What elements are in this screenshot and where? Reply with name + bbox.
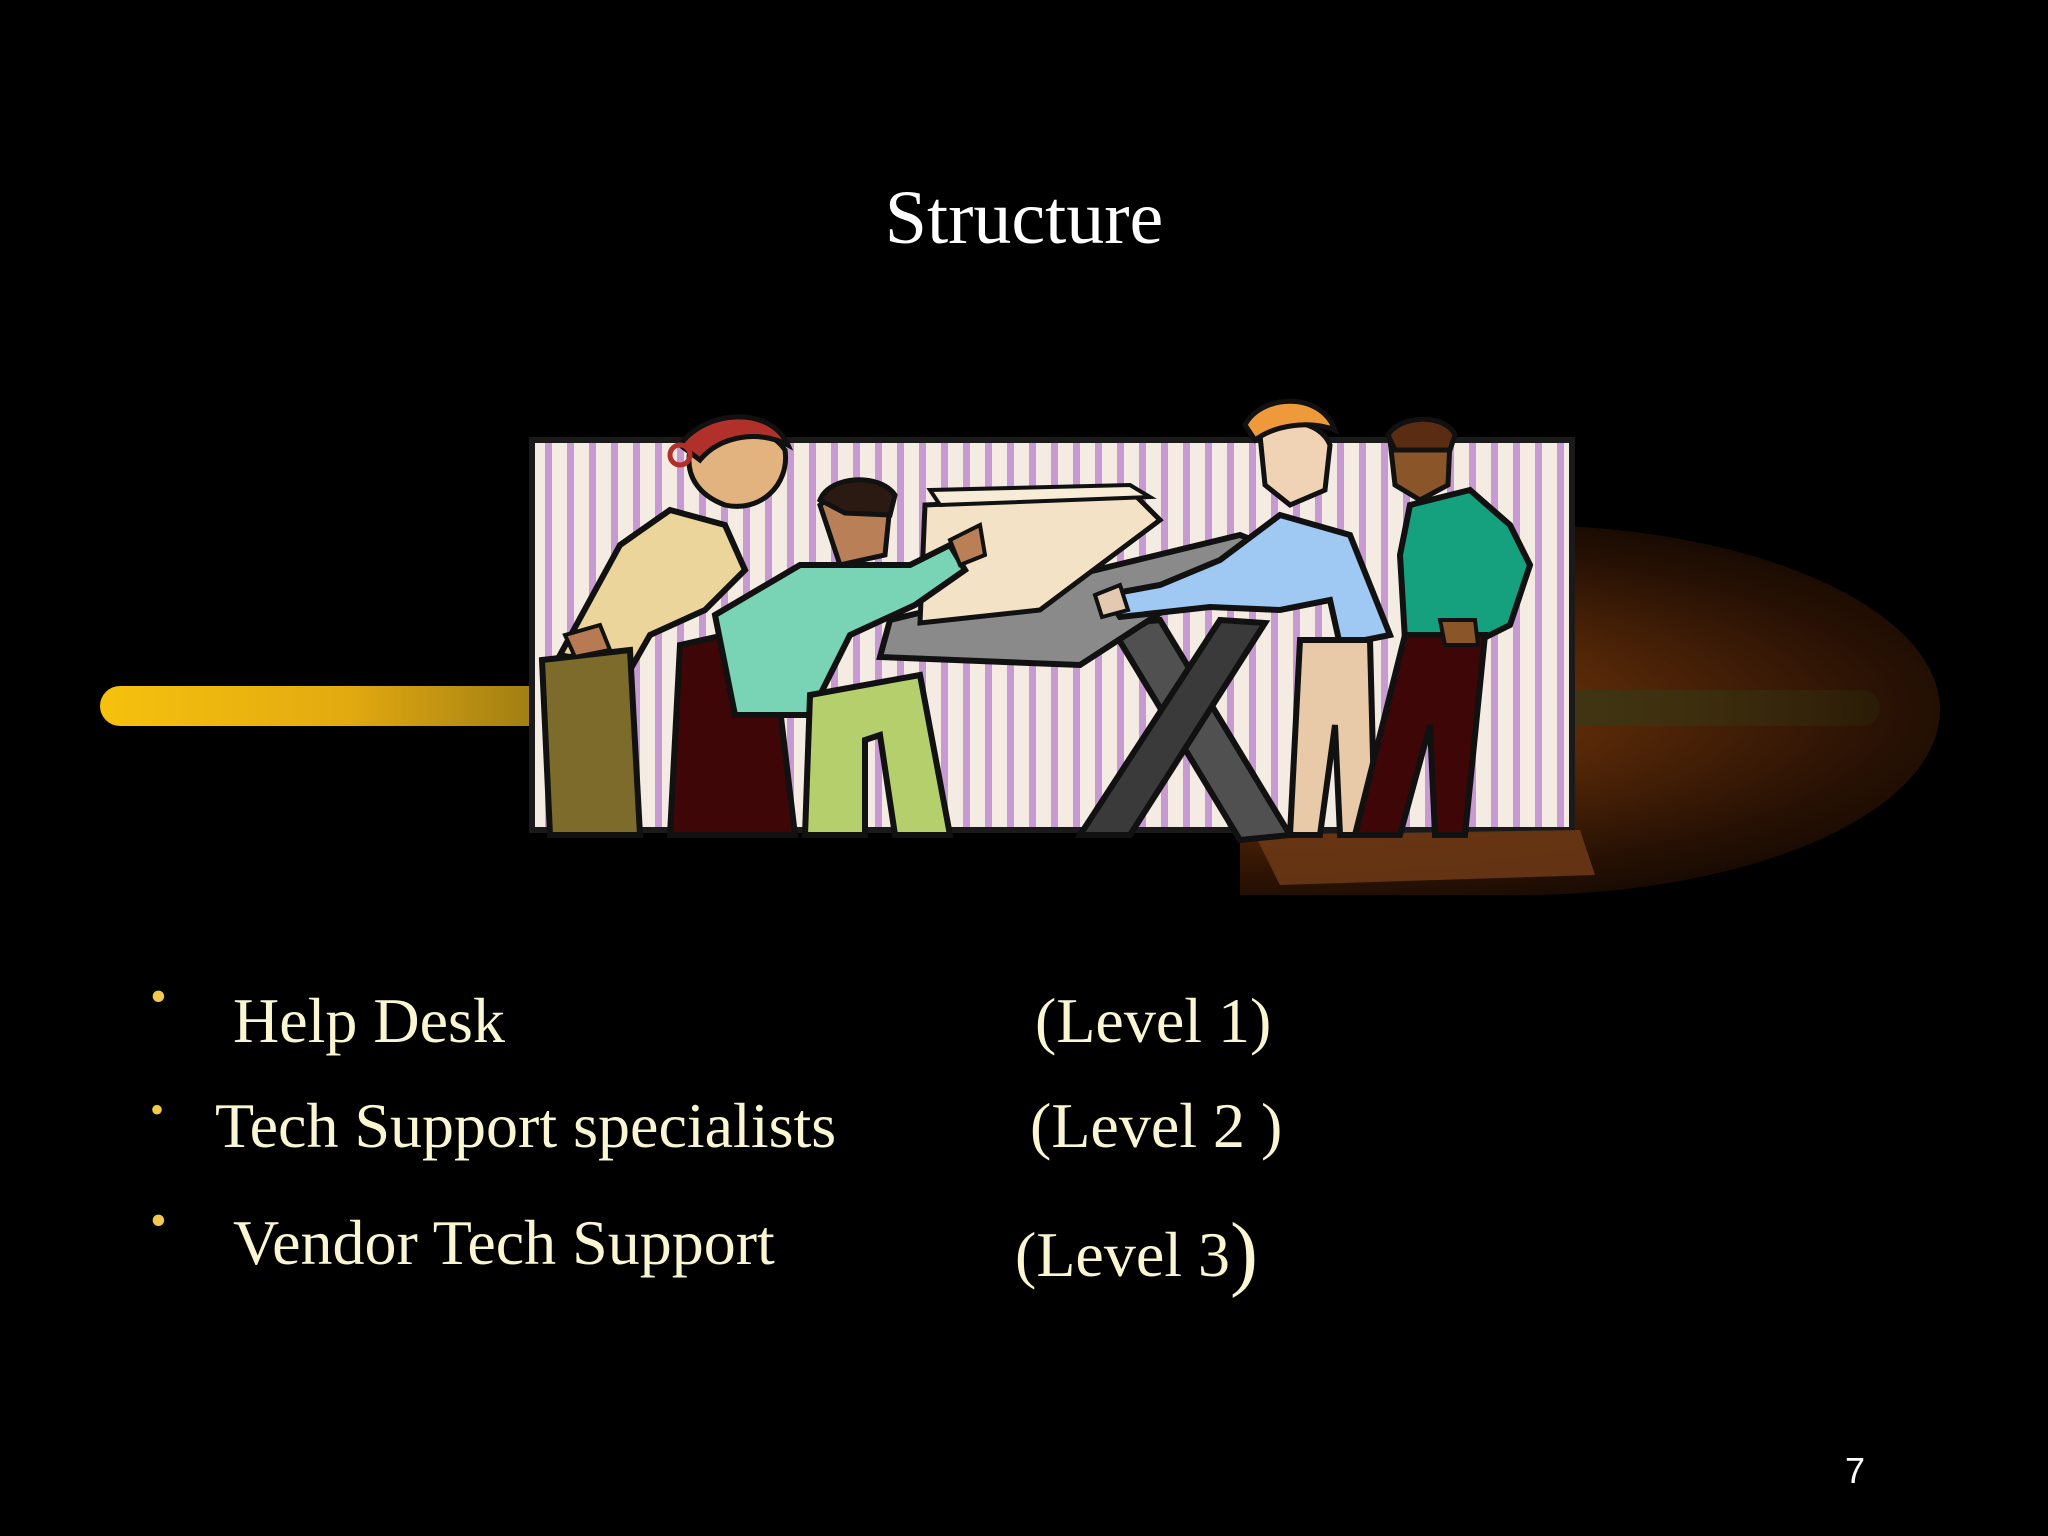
team-at-drafting-table-illustration [529,398,1595,885]
list-item: • Vendor Tech Support (Level 3) [150,1197,1450,1297]
bullet-level-close: ) [1230,1206,1258,1299]
person-seated-man [666,477,988,838]
list-item: • Tech Support specialists (Level 2 ) [150,1080,1450,1180]
bullet-label: Tech Support specialists [215,1090,837,1161]
bullet-level: (Level 2 ) [1030,1090,1283,1161]
bullet-list: • Help Desk (Level 1) • Tech Support spe… [150,970,1450,1295]
bullet-level: (Level 1) [1035,985,1272,1056]
bullet-dot: • [150,1194,167,1247]
person-woman-left [538,414,794,838]
bullet-dot: • [150,970,167,1023]
page-number: 7 [1845,1450,1866,1491]
slide-title: Structure [884,176,1164,260]
person-man-right [1351,416,1534,838]
list-item: • Help Desk (Level 1) [150,970,1450,1075]
bullet-dot: • [150,1087,165,1132]
person-woman-right [1092,398,1395,838]
table-leg [1074,616,1271,838]
bullet-level-text: (Level 3 [1015,1219,1230,1290]
bullet-level: (Level 3) [1015,1211,1258,1295]
decorative-accent-bar [100,686,550,726]
bullet-label: Help Desk [233,985,505,1056]
decorative-glow-band [1560,690,1880,726]
bullet-label: Vendor Tech Support [233,1207,775,1278]
